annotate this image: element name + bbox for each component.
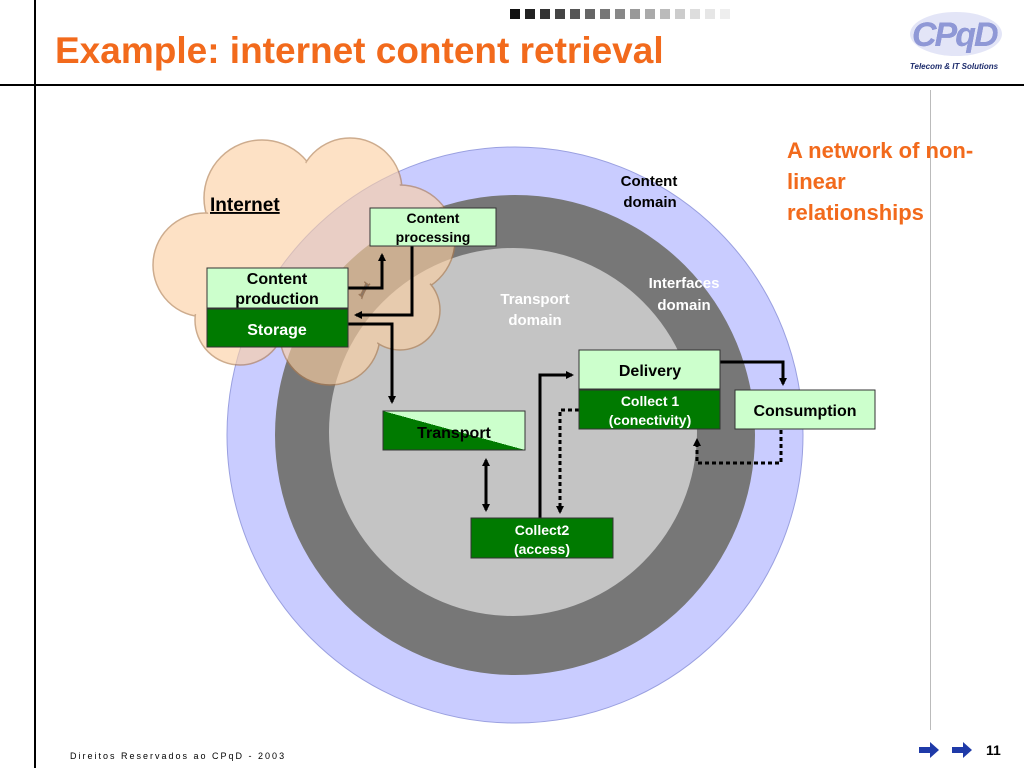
logo-tagline: Telecom & IT Solutions	[909, 62, 999, 71]
progress-square	[585, 9, 595, 19]
arrow-production-to-processing	[348, 253, 386, 290]
content-production-line1: Content	[247, 271, 308, 288]
transport-domain-label-line2: domain	[508, 312, 561, 329]
internet-label: Internet	[210, 195, 280, 216]
page-title: Example: internet content retrieval	[55, 30, 664, 71]
progress-squares	[510, 9, 730, 19]
arrow-storage-to-transport	[348, 322, 396, 404]
progress-square	[525, 9, 535, 19]
progress-square	[690, 9, 700, 19]
next-arrow-icon[interactable]	[951, 740, 973, 760]
transport-label: Transport	[417, 425, 491, 442]
side-rule	[930, 90, 931, 730]
progress-square	[540, 9, 550, 19]
progress-square	[570, 9, 580, 19]
collect1-line2: (conectivity)	[609, 412, 691, 428]
interfaces-domain-label-line1: Interfaces	[649, 275, 720, 292]
content-production-box: Content production	[206, 267, 349, 309]
collect2-line2: (access)	[514, 541, 570, 557]
cpqd-logo: CPqD Telecom & IT Solutions	[906, 10, 1002, 72]
collect2-line1: Collect2	[515, 522, 570, 538]
annotation-note: A network of non-linear relationships	[787, 138, 974, 225]
logo-mark: CPqD	[912, 16, 999, 54]
page-number: 11	[986, 742, 1001, 758]
transport-domain-label-line1: Transport	[500, 291, 569, 308]
progress-square	[600, 9, 610, 19]
delivery-label: Delivery	[619, 363, 681, 380]
arrow-collect2-to-delivery	[538, 371, 574, 518]
content-domain-label-line1: Content	[621, 173, 678, 190]
progress-square	[510, 9, 520, 19]
consumption-box: Consumption	[734, 389, 876, 430]
content-processing-line2: processing	[396, 229, 471, 245]
interfaces-domain-label-line2: domain	[657, 297, 710, 314]
delivery-box: Delivery	[578, 349, 721, 390]
consumption-label: Consumption	[753, 403, 856, 420]
progress-square	[660, 9, 670, 19]
content-production-line2: production	[235, 291, 319, 308]
collect2-box: Collect2 (access)	[470, 517, 614, 559]
collect1-line1: Collect 1	[621, 393, 680, 409]
dotted-consumption-to-collect1	[693, 430, 783, 465]
left-rule	[34, 0, 36, 768]
progress-square	[705, 9, 715, 19]
header-rule	[0, 84, 1024, 86]
progress-square	[720, 9, 730, 19]
progress-square	[555, 9, 565, 19]
storage-box: Storage	[206, 308, 349, 348]
storage-label: Storage	[247, 322, 307, 339]
arrow-processing-to-storage	[354, 245, 414, 319]
content-domain-label-line2: domain	[623, 194, 676, 211]
logo-shape	[910, 12, 1002, 56]
progress-square	[630, 9, 640, 19]
content-processing-box: Content processing	[369, 207, 497, 247]
arrow-delivery-to-consumption	[720, 360, 787, 386]
progress-square	[675, 9, 685, 19]
copyright-footer: Direitos Reservados ao CPqD - 2003	[70, 751, 287, 761]
progress-square	[645, 9, 655, 19]
content-processing-line1: Content	[407, 210, 460, 226]
prev-arrow-icon[interactable]	[918, 740, 940, 760]
collect1-box: Collect 1 (conectivity)	[578, 389, 721, 430]
dotted-collect1-to-collect2	[556, 408, 579, 514]
progress-square	[615, 9, 625, 19]
transport-box: Transport	[382, 410, 526, 451]
